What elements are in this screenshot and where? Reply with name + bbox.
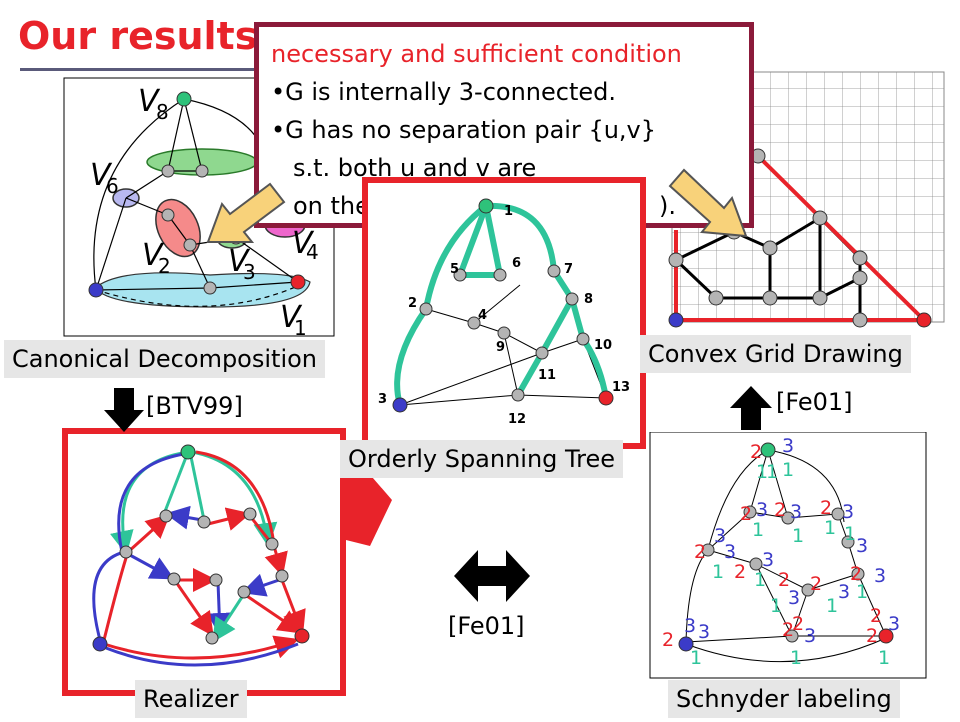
svg-text:2: 2 [850,563,862,585]
svg-text:1: 1 [856,581,868,603]
svg-text:3: 3 [684,615,696,637]
svg-text:1: 1 [792,525,804,547]
ost-node-2: 2 [408,296,417,311]
title-underline [20,68,260,71]
ost-node-1: 1 [504,204,513,219]
condition-header: necessary and sufficient condition [271,40,682,68]
svg-text:1: 1 [826,595,838,617]
svg-text:3: 3 [762,549,774,571]
svg-text:3: 3 [698,621,710,643]
svg-text:3: 3 [790,501,802,523]
svg-text:2: 2 [694,541,706,563]
pointer-arrow-right [668,168,748,238]
up-arrow-icon [730,386,772,430]
svg-text:3: 3 [756,499,768,521]
pointer-arrow-left [206,182,286,243]
schnyder-labeling-label: Schnyder labeling [668,680,900,718]
orderly-spanning-tree-diagram: 1 2 3 4 5 6 7 8 9 10 11 12 13 [378,198,630,427]
svg-text:1: 1 [782,459,794,481]
ost-node-9: 9 [496,340,505,355]
svg-text:1: 1 [690,647,702,669]
v6-subscript: 6 [106,174,119,198]
svg-text:1: 1 [754,569,766,591]
ost-node-6: 6 [512,256,521,271]
svg-text:1: 1 [878,647,890,669]
convex-grid-drawing-label: Convex Grid Drawing [640,335,911,373]
citation-btv99: [BTV99] [146,392,243,420]
condition-line-1: •G is internally 3-connected. [271,78,616,106]
realizer-panel [62,428,346,696]
v1-label: V [280,300,303,335]
svg-text:2: 2 [792,613,804,635]
svg-text:3: 3 [888,613,900,635]
svg-text:2: 2 [870,605,882,627]
ost-node-7: 7 [564,262,573,277]
page-title: Our results [18,14,258,58]
svg-text:1: 1 [752,519,764,541]
v4-label: V [292,226,315,261]
ost-node-8: 8 [584,292,593,307]
svg-text:1: 1 [766,461,778,483]
v2-label: V [142,238,165,273]
citation-fe01-top: [Fe01] [776,388,853,416]
svg-text:2: 2 [866,625,878,647]
double-arrow-icon [454,550,530,602]
svg-text:2: 2 [750,441,762,463]
svg-text:1: 1 [712,561,724,583]
orderly-spanning-tree-panel: 1 2 3 4 5 6 7 8 9 10 11 12 13 [362,177,646,449]
svg-text:1: 1 [844,523,856,545]
svg-text:2: 2 [774,499,786,521]
ost-node-3: 3 [378,392,387,407]
ost-node-12: 12 [508,412,526,427]
svg-text:2: 2 [778,569,790,591]
svg-text:2: 2 [820,497,832,519]
svg-text:3: 3 [856,535,868,557]
svg-text:2: 2 [810,573,822,595]
svg-text:2: 2 [734,561,746,583]
v1-subscript: 1 [294,316,307,340]
v3-label: V [228,244,251,279]
canonical-decomposition-label: Canonical Decomposition [4,340,326,378]
svg-text:3: 3 [874,565,886,587]
v8-label: V [138,84,161,119]
citation-fe01-middle: [Fe01] [448,612,525,640]
ost-node-13: 13 [612,380,630,395]
svg-text:3: 3 [788,587,800,609]
v8-subscript: 8 [156,100,169,124]
svg-text:3: 3 [842,501,854,523]
condition-line-2: •G has no separation pair {u,v} [271,116,657,144]
ost-node-11: 11 [538,368,556,383]
ost-node-5: 5 [450,262,459,277]
svg-text:2: 2 [662,629,674,651]
red-pointer-shape [344,470,392,546]
condition-line-4-tail: ). [659,192,676,220]
v6-label: V [90,158,113,193]
ost-node-10: 10 [594,338,612,353]
realizer-diagram [92,444,310,667]
realizer-label: Realizer [135,680,247,718]
svg-text:2: 2 [782,619,794,641]
v2-subscript: 2 [158,254,171,278]
svg-text:3: 3 [714,525,726,547]
v4-subscript: 4 [306,240,319,264]
svg-text:1: 1 [756,461,768,483]
svg-text:1: 1 [824,517,836,539]
svg-text:3: 3 [838,581,850,603]
svg-text:1: 1 [790,647,802,669]
svg-text:3: 3 [804,625,816,647]
ost-node-4: 4 [478,308,487,323]
svg-text:1: 1 [770,595,782,617]
svg-text:2: 2 [740,503,752,525]
v3-subscript: 3 [243,260,256,284]
down-arrow-icon [104,388,144,432]
svg-text:3: 3 [724,541,736,563]
orderly-spanning-tree-label: Orderly Spanning Tree [340,440,624,478]
svg-text:3: 3 [782,435,794,457]
